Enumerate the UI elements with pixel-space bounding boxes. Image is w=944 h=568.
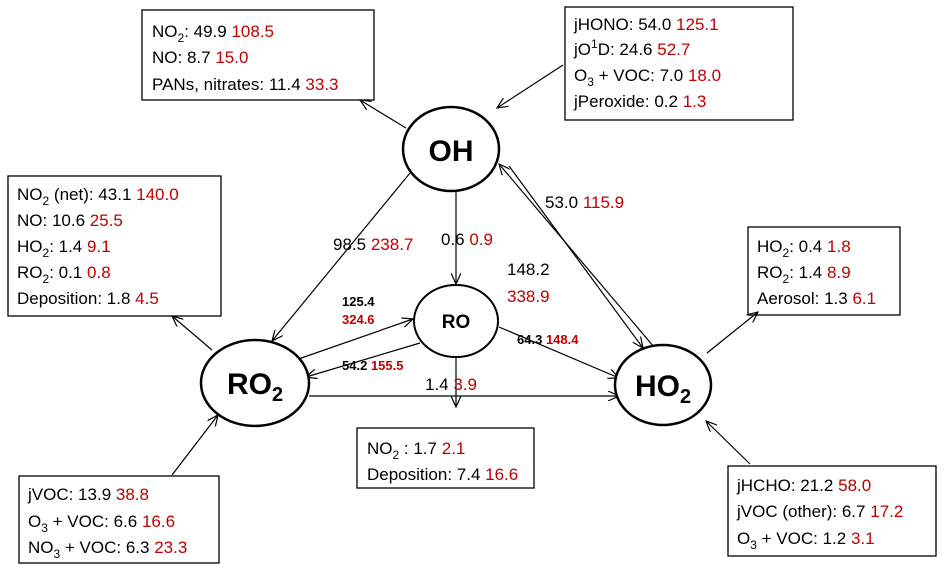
- box-ro2-source: [18, 475, 220, 564]
- arrow-oh-to-ro2: [272, 172, 411, 341]
- node-ro-label: RO: [442, 312, 471, 333]
- box-line: jVOC: 13.9 38.8: [27, 485, 149, 504]
- box-oh-source-lines: jHONO: 54.0 125.1 jO1D: 24.6 52.7 O3 + V…: [573, 15, 721, 111]
- box-oh-loss-lines: NO2: 49.9 108.5 NO: 8.7 15.0 PANs, nitra…: [152, 22, 339, 94]
- box-ro-loss: [356, 427, 535, 489]
- box-ho2-loss-lines: HO2: 0.4 1.8 RO2: 1.4 8.9 Aerosol: 1.3 6…: [757, 237, 876, 308]
- svg-text:148.2: 148.2: [507, 260, 550, 279]
- arrow-ro2-to-ro: [286, 319, 413, 364]
- arrow-ho2-to-ho2-loss: [706, 312, 758, 354]
- arrow-ro-to-ro2: [306, 342, 421, 377]
- flow-oh-to-ro2-label: 98.5 238.7: [333, 235, 413, 254]
- arrow-ho2-to-oh: [499, 164, 655, 348]
- flow-ro2-to-ho2-label: 1.4 3.9: [425, 375, 477, 394]
- box-ho2-loss: [747, 226, 901, 316]
- flow-ro-to-ro2-label: 54.2 155.5: [342, 358, 403, 373]
- box-line: O3 + VOC: 6.6 16.6: [28, 512, 175, 535]
- arrow-ho2-source-to-ho2: [706, 421, 751, 465]
- box-line: jO1D: 24.6 52.7: [573, 37, 690, 59]
- box-ho2-source: [727, 465, 937, 557]
- box-line: jHCHO: 21.2 58.0: [736, 476, 871, 495]
- node-ho2-sub: 2: [680, 386, 691, 408]
- node-ro2-main: RO: [227, 368, 272, 401]
- box-line: NO3 + VOC: 6.3 23.3: [28, 538, 187, 561]
- box-line: jVOC (other): 6.7 17.2: [736, 502, 903, 521]
- box-line: RO2: 1.4 8.9: [757, 263, 851, 286]
- box-ro-loss-lines: NO2 : 1.7 2.1 Deposition: 7.4 16.6: [367, 439, 518, 484]
- flow-ro-to-ho2-label: 64.3 148.4: [517, 332, 579, 347]
- box-ho2-source-lines: jHCHO: 21.2 58.0 jVOC (other): 6.7 17.2 …: [736, 476, 903, 552]
- box-line: PANs, nitrates: 11.4 33.3: [152, 75, 339, 94]
- box-line: O3 + VOC: 1.2 3.1: [737, 529, 875, 552]
- flow-oh-to-ro-label: 0.6 0.9: [441, 230, 493, 249]
- box-line: O3 + VOC: 7.0 18.0: [574, 66, 721, 89]
- box-ro2-loss: [7, 175, 222, 317]
- arrow-oh-to-oh-loss: [360, 100, 407, 129]
- svg-text:338.9: 338.9: [507, 287, 550, 306]
- flow-ho2-to-oh-label: 53.0 115.9: [545, 193, 624, 212]
- flow-oh-to-ho2-label: 148.2 338.9: [507, 260, 550, 306]
- box-line: RO2: 0.1 0.8: [17, 263, 111, 286]
- box-line: HO2: 1.4 9.1: [17, 237, 111, 260]
- node-ho2-label: HO2: [635, 370, 691, 408]
- box-line: NO2 : 1.7 2.1: [367, 439, 465, 462]
- box-oh-loss: [141, 9, 375, 101]
- node-ro2-label: RO2: [227, 368, 283, 406]
- box-ro2-source-lines: jVOC: 13.9 38.8 O3 + VOC: 6.6 16.6 NO3 +…: [27, 485, 187, 561]
- svg-text:125.4: 125.4: [342, 294, 375, 309]
- arrow-oh-source-to-oh: [497, 64, 564, 108]
- arrow-ro2-to-ro2-loss: [172, 316, 213, 351]
- arrow-oh-to-ho2: [508, 165, 643, 348]
- node-ro2: RO2: [199, 338, 311, 428]
- box-oh-source: [564, 6, 794, 121]
- node-oh-label: OH: [429, 135, 474, 168]
- node-ho2-main: HO: [635, 370, 680, 403]
- box-ro2-loss-lines: NO2 (net): 43.1 140.0 NO: 10.6 25.5 HO2:…: [17, 185, 179, 308]
- flow-ro2-to-ro-label: 125.4 324.6: [342, 294, 375, 327]
- box-line: NO: 8.7 15.0: [152, 48, 248, 67]
- box-line: HO2: 0.4 1.8: [757, 237, 851, 260]
- node-ro: RO: [413, 284, 499, 358]
- node-ro2-sub: 2: [272, 384, 283, 406]
- arrow-ro2-source-to-ro2: [171, 415, 218, 476]
- box-line: NO: 10.6 25.5: [17, 211, 123, 230]
- node-oh: OH: [401, 105, 501, 193]
- box-line: Deposition: 7.4 16.6: [367, 465, 518, 484]
- box-line: Deposition: 1.8 4.5: [17, 289, 159, 308]
- svg-text:324.6: 324.6: [342, 312, 375, 327]
- box-line: NO2: 49.9 108.5: [152, 22, 274, 45]
- box-line: jPeroxide: 0.2 1.3: [573, 92, 706, 111]
- box-line: jHONO: 54.0 125.1: [573, 15, 719, 34]
- box-line: NO2 (net): 43.1 140.0: [17, 185, 179, 208]
- arrow-ro-to-ho2: [498, 326, 619, 378]
- box-line: Aerosol: 1.3 6.1: [757, 289, 876, 308]
- node-ho2: HO2: [613, 343, 713, 427]
